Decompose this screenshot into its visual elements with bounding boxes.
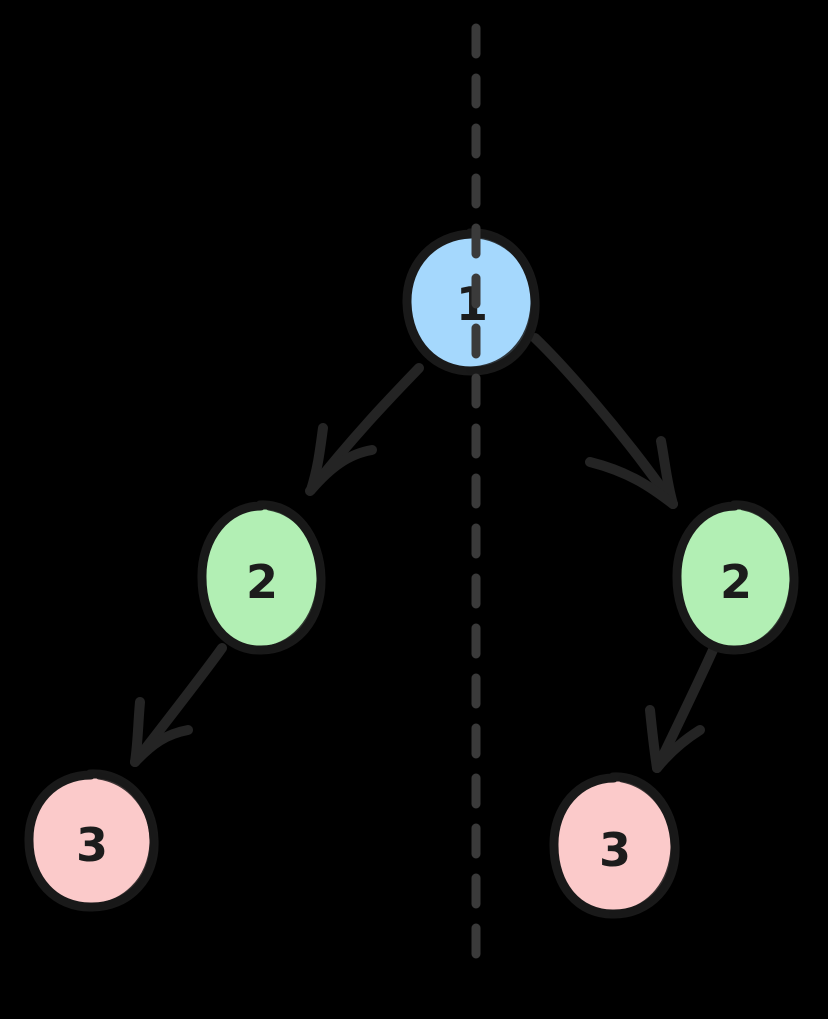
node-shape-fill	[30, 774, 154, 906]
node-label-left-3: 3	[76, 818, 108, 872]
node-outline-sketch-overstroke	[86, 772, 157, 911]
edge-shaft	[530, 333, 678, 509]
edge-shaft	[652, 645, 718, 773]
node-right-2[interactable]: 2	[672, 500, 799, 655]
edge-root-to-right-2[interactable]	[530, 333, 678, 509]
node-left-2[interactable]: 2	[197, 500, 326, 655]
edge-root-to-left-2[interactable]	[305, 363, 424, 496]
node-right-3[interactable]: 3	[549, 772, 680, 919]
edge-left-2-to-left-3[interactable]	[130, 643, 227, 767]
node-shape-fill	[203, 505, 321, 649]
node-shape-fill	[678, 505, 794, 649]
node-label-right-3: 3	[599, 823, 631, 877]
edge-right-2-to-right-3[interactable]	[645, 645, 718, 773]
node-layer: 1 2 2 3	[24, 228, 799, 919]
node-shape-fill	[555, 777, 675, 913]
node-outline-sketch-overstroke	[255, 503, 324, 654]
arrowhead-barb-upper	[645, 705, 662, 773]
arrowhead-barb-lower	[130, 697, 145, 767]
node-outline-sketch-overstroke	[466, 231, 538, 374]
edge-layer	[130, 333, 718, 773]
node-outline-sketch-overstroke	[609, 775, 678, 918]
arrowhead-barb-lower	[306, 423, 328, 495]
node-outline-sketch-overstroke	[729, 503, 797, 654]
arrowhead-barb-lower	[652, 725, 705, 773]
node-left-3[interactable]: 3	[24, 769, 159, 912]
arrowhead-barb-lower	[585, 457, 678, 509]
node-label-right-2: 2	[720, 555, 752, 609]
node-label-left-2: 2	[246, 555, 278, 609]
node-root-1[interactable]: 1	[402, 228, 540, 376]
